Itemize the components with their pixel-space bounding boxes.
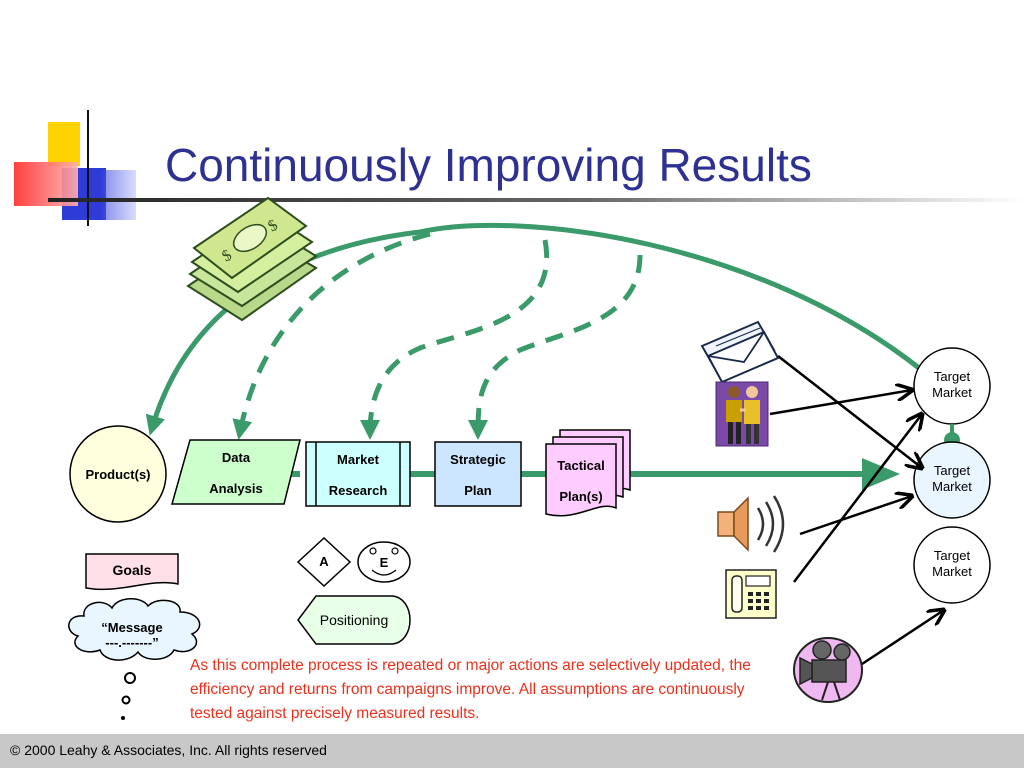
feedback-arc	[145, 222, 926, 436]
logo-blue-fade	[100, 170, 136, 220]
thought-bubble-3	[121, 716, 125, 720]
e-face-eye-left	[369, 547, 377, 555]
dashed-arrow-to-strategic-plan	[468, 254, 643, 440]
target-market-label-2: Target Market	[932, 463, 972, 494]
process-note: As this complete process is repeated or …	[190, 657, 751, 722]
target-market-label-1: Target Market	[932, 369, 972, 400]
slide-title: Continuously Improving Results	[165, 139, 812, 191]
a-label: A	[319, 554, 329, 569]
tactical-plans-label-line1: Tactical	[557, 458, 605, 473]
e-label: E	[379, 555, 389, 570]
target-circle-3	[913, 526, 991, 604]
target-circle-2	[913, 441, 991, 519]
data-analysis-shape	[171, 439, 301, 505]
goals-label: Goals	[112, 562, 152, 578]
strategic-plan-label-line2: Plan	[464, 483, 492, 498]
data-analysis-label-line1: Data	[221, 450, 251, 465]
thought-bubble-1	[124, 672, 136, 684]
positioning-shape	[297, 595, 411, 645]
arrow-video-to-target	[861, 610, 944, 666]
market-research-shape	[305, 441, 411, 507]
envelope-icon	[700, 320, 780, 384]
market-research-label-line2: Research	[328, 483, 388, 498]
logo-yellow-square	[48, 122, 80, 166]
market-research-label-line1: Market	[337, 452, 379, 467]
a-diamond	[296, 536, 352, 588]
handshake-people-icon	[715, 381, 769, 447]
title-decoration	[14, 110, 1024, 226]
speaker-icon	[717, 495, 785, 553]
e-face-eye-right	[391, 547, 399, 555]
dashed-arrow-to-data-analysis	[232, 231, 431, 440]
dashed-arrow-to-market-research	[360, 239, 550, 440]
money-stack-icon: $ $	[186, 196, 318, 322]
data-analysis-label-line2: Analysis	[209, 481, 263, 496]
process-diagram: $ $	[68, 196, 991, 720]
title-rule	[48, 198, 1024, 202]
target-market-label-3: Target Market	[932, 548, 972, 579]
products-circle	[69, 425, 167, 523]
arrow-phone-to-target	[793, 414, 922, 583]
positioning-label: Positioning	[319, 612, 389, 628]
thought-bubble-2	[121, 695, 131, 705]
goals-shape	[85, 553, 179, 591]
message-cloud	[68, 598, 201, 661]
e-face-smile	[371, 569, 397, 576]
tactical-plans-label-line2: Plan(s)	[559, 489, 603, 504]
products-label: Product(s)	[85, 467, 151, 482]
footer-bar	[0, 734, 1024, 768]
arrow-speaker-to-target	[799, 496, 912, 536]
strategic-plan-label-line1: Strategic	[450, 452, 506, 467]
message-label: “Message ---.-------”	[101, 620, 163, 650]
video-camera-icon	[793, 637, 863, 703]
arrow-people-to-target	[769, 390, 912, 416]
strategic-plan-shape	[434, 441, 522, 507]
telephone-icon	[725, 569, 777, 619]
arrow-mail-to-target	[777, 355, 922, 468]
tactical-doc-front	[545, 443, 617, 517]
e-face-shape	[357, 541, 411, 583]
copyright-text: © 2000 Leahy & Associates, Inc. All righ…	[10, 742, 327, 758]
